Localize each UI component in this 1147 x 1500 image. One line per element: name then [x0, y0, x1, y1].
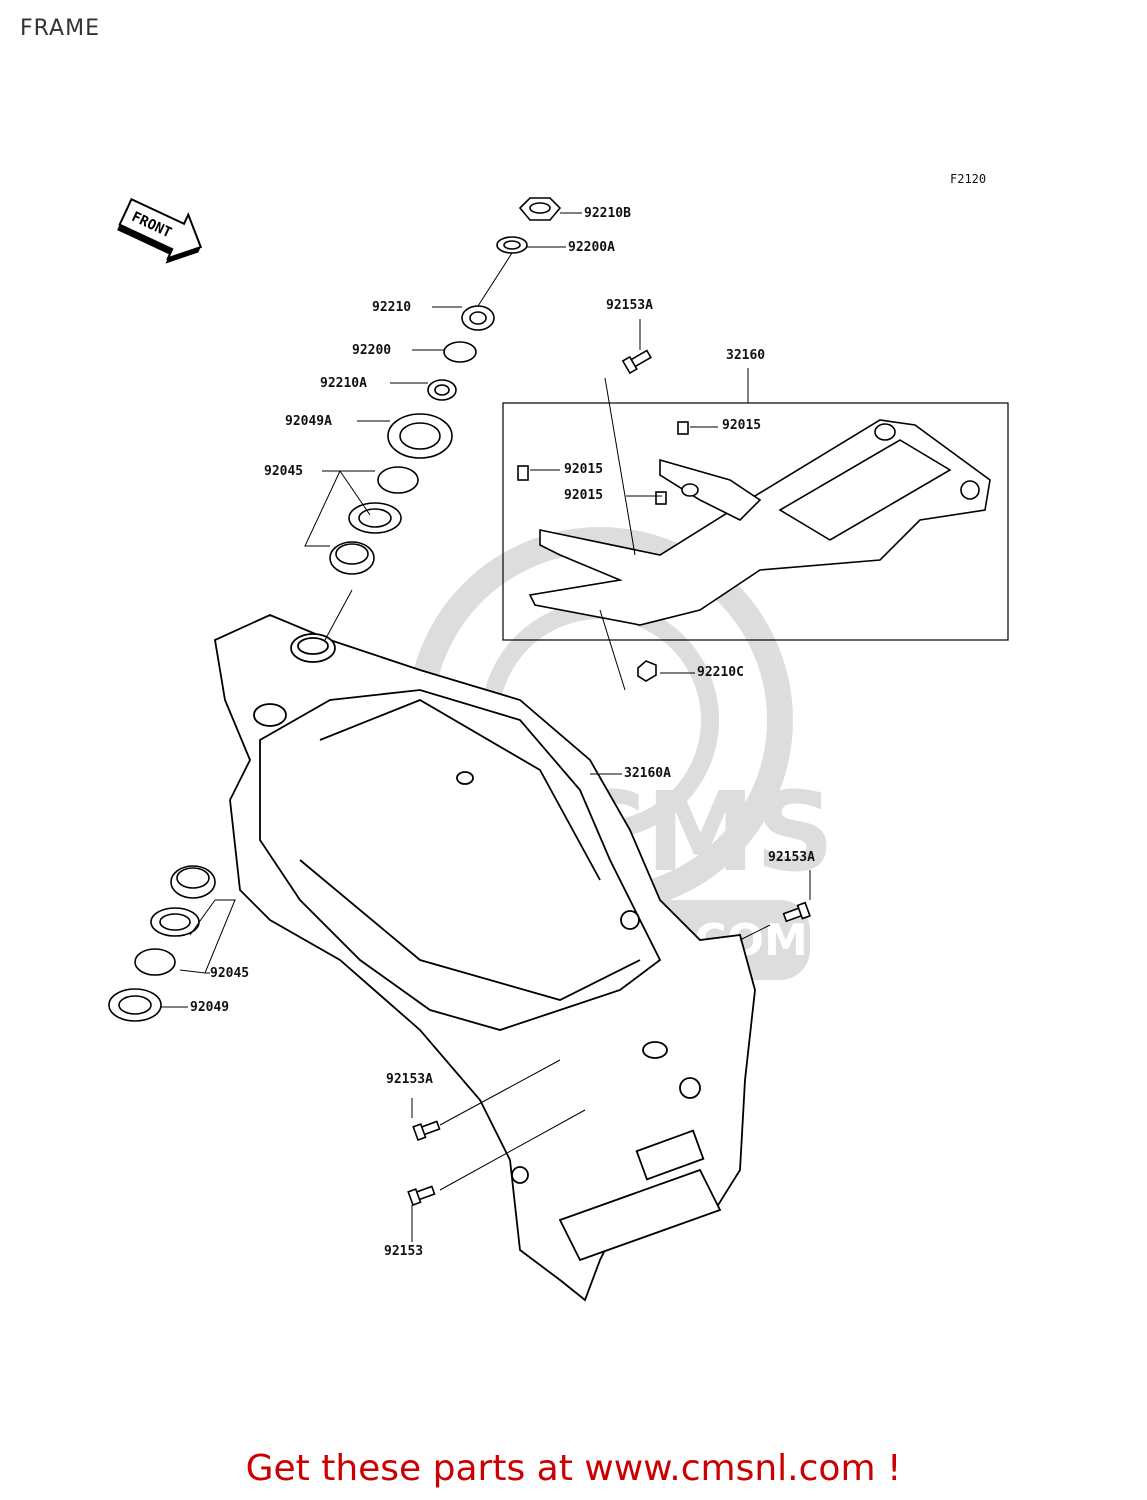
part-label: 92210A	[320, 376, 367, 391]
bolt-icon	[412, 1120, 441, 1142]
part-label: 92049A	[285, 414, 332, 429]
bolt-icon	[782, 901, 811, 923]
part-label: 92045	[264, 464, 304, 479]
bolt-icon	[407, 1185, 436, 1207]
part-label: 92210C	[697, 665, 744, 680]
steering-stack	[329, 197, 562, 575]
collar-icon	[517, 465, 529, 481]
part-label: 92153A	[768, 850, 815, 865]
part-label: 92015	[564, 488, 604, 503]
page-title: FRAME	[20, 16, 100, 41]
fasteners	[407, 349, 811, 1207]
part-label: 92015	[722, 418, 762, 433]
collar-icon	[677, 421, 689, 435]
bolt-icon	[621, 349, 652, 375]
main-frame	[213, 614, 756, 1302]
nut-icon	[637, 660, 657, 682]
part-label: 92210	[372, 300, 412, 315]
part-label: 32160A	[624, 766, 671, 781]
part-label: 92153A	[606, 298, 653, 313]
race-icon	[377, 466, 419, 494]
part-label: 92200A	[568, 240, 615, 255]
subframe	[528, 419, 991, 626]
subframe-box	[502, 402, 1009, 641]
part-label: 92049	[190, 1000, 230, 1015]
washer-icon	[443, 341, 477, 363]
part-label: 92200	[352, 343, 392, 358]
figure-code: F2120	[950, 172, 987, 186]
cta-link[interactable]: Get these parts at www.cmsnl.com !	[245, 1448, 902, 1489]
front-arrow-icon: FRONT	[117, 197, 203, 264]
part-label: 92153	[384, 1244, 424, 1259]
collar-icon	[655, 491, 667, 505]
part-label: 92153A	[386, 1072, 433, 1087]
part-label: 92015	[564, 462, 604, 477]
part-label: 32160	[726, 348, 766, 363]
part-label: 92045	[210, 966, 250, 981]
race-icon	[134, 948, 176, 976]
part-label: 92210B	[584, 206, 631, 221]
leader-lines	[160, 212, 811, 1242]
lower-bearing-stack	[108, 865, 216, 1022]
